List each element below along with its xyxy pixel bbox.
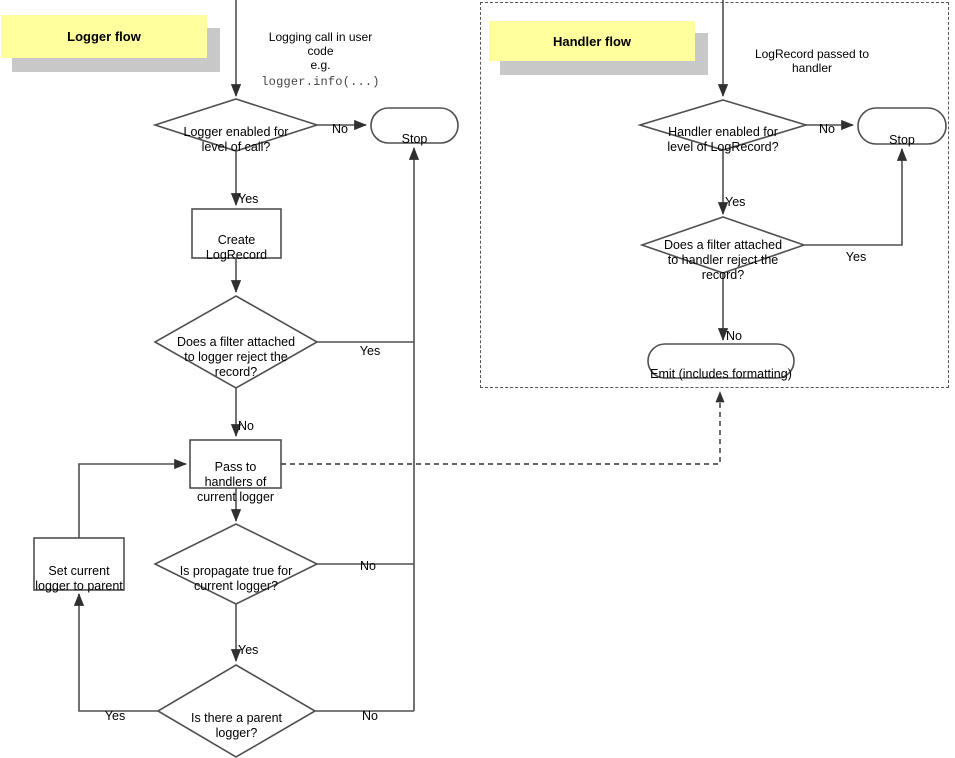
shape-logger-filter-decision <box>153 295 319 389</box>
shape-propagate-decision <box>153 523 319 605</box>
logger-flow-banner: Logger flow <box>0 14 220 74</box>
shape-create-logrecord-process <box>191 208 282 259</box>
handler-flow-banner: Handler flow <box>488 20 710 80</box>
edge-parent-yes <box>73 593 158 712</box>
shape-stop-terminator <box>370 107 459 144</box>
handler-flow-banner-label: Handler flow <box>552 33 631 49</box>
shape-handler-enabled-decision <box>637 99 809 151</box>
shape-pass-to-handlers-process <box>189 439 282 489</box>
handler-flow-banner-face: Handler flow <box>489 21 695 61</box>
edge-handler-filter-yes <box>804 148 908 246</box>
edge-set-logger-to-pass <box>78 458 187 538</box>
shape-logger-enabled-decision <box>152 98 320 152</box>
logger-flow-banner-face: Logger flow <box>1 15 207 58</box>
handler-flow-container <box>480 2 949 388</box>
shape-handler-stop-terminator <box>857 107 947 145</box>
shape-set-current-logger-process <box>33 537 125 591</box>
shape-emit-terminator <box>647 343 795 379</box>
shape-handler-filter-decision <box>639 216 807 274</box>
shape-parent-logger-decision <box>156 664 317 758</box>
edge-pass-to-handler-flow <box>281 391 725 465</box>
logger-flow-banner-label: Logger flow <box>67 29 141 44</box>
